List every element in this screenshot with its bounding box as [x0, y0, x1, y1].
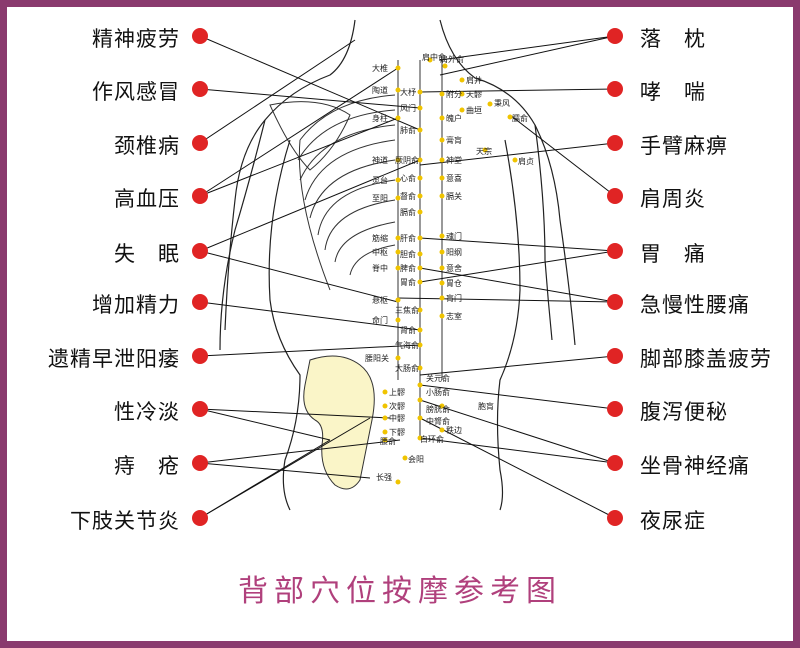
pt-fufen: 附分 — [446, 89, 462, 99]
label-diarrhea: 腹泻便秘 — [640, 400, 728, 424]
pt-jianzhongshu: 肩中俞 — [422, 52, 446, 62]
label-energy: 增加精力 — [92, 293, 180, 317]
label-impotence: 遗精早泄阳痿 — [48, 347, 180, 371]
label-mental-fatigue: 精神疲劳 — [92, 27, 180, 51]
pt-geshu: 膈俞 — [400, 207, 416, 217]
connector-lines — [199, 35, 616, 519]
point-name-labels: 大椎 陶道 身柱 神道 灵台 至阳 筋缩 中枢 脊中 悬枢 命门 腰阳关 大杼 … — [365, 52, 534, 482]
pt-xiaochangshu: 小肠俞 — [426, 387, 450, 397]
label-arthritis: 下肢关节炎 — [70, 509, 180, 533]
pt-shendao: 神道 — [372, 155, 388, 165]
pt-jianzhen: 肩贞 — [518, 156, 534, 166]
point-markers — [382, 57, 518, 485]
pt-huangmen: 肓门 — [446, 293, 462, 303]
pt-xialiao: 下髎 — [389, 428, 405, 437]
pt-yixi: 意喜 — [446, 173, 462, 183]
label-stomach-ache: 胃 痛 — [640, 242, 706, 266]
pt-shangliao: 上髎 — [389, 388, 405, 397]
rib-cage — [297, 94, 396, 291]
pt-baihuanshu: 白环俞 — [420, 434, 444, 444]
pt-dazhui: 大椎 — [372, 63, 388, 73]
body-outline — [219, 19, 576, 511]
pt-jueyinshu: 厥阴俞 — [395, 155, 419, 165]
pt-zhibian: 秩边 — [446, 425, 462, 435]
pt-jianwaishu: 肩外俞 — [440, 54, 464, 64]
pt-hunmen: 魂门 — [446, 231, 462, 241]
pt-dazhu: 大杼 — [400, 87, 416, 97]
indicator-dots — [192, 28, 623, 526]
label-sciatica: 坐骨神经痛 — [640, 454, 750, 478]
pt-yaoyangguan: 腰阳关 — [365, 353, 389, 363]
label-back-pain: 急慢性腰痛 — [640, 293, 750, 317]
pt-feishu: 肺俞 — [400, 125, 416, 135]
label-insomnia: 失 眠 — [114, 242, 180, 266]
pt-zhishi: 志室 — [446, 311, 462, 321]
scapula — [269, 101, 351, 171]
label-hemorrhoids: 痔 疮 — [114, 454, 180, 478]
pt-geguan: 膈关 — [446, 191, 462, 201]
meridian-lines — [397, 60, 443, 440]
pt-fengmen: 风门 — [400, 103, 416, 113]
pt-zhongliao: 中髎 — [389, 413, 405, 423]
pt-lingtai: 灵台 — [372, 175, 388, 185]
label-cold: 作风感冒 — [92, 80, 180, 104]
pt-naoshu: 臑俞 — [512, 113, 528, 123]
pt-xinshu: 心俞 — [400, 173, 416, 183]
pt-mingmen: 命门 — [372, 315, 388, 325]
pt-weishu: 胃俞 — [400, 277, 416, 287]
pt-qihaishu: 气海俞 — [395, 340, 419, 350]
label-hypertension: 高血压 — [114, 187, 180, 211]
pt-pangguangshu: 膀胱俞 — [426, 404, 450, 414]
pt-ganshu: 肝俞 — [400, 233, 416, 243]
label-asthma: 哮 喘 — [640, 80, 706, 104]
pt-yaoshu: 腰俞 — [380, 436, 396, 446]
pt-baohuang: 胞肓 — [478, 401, 494, 411]
pt-tianliao: 天髎 — [466, 90, 482, 99]
pt-zhiyang: 至阳 — [372, 194, 388, 203]
pt-shentang: 神堂 — [446, 155, 462, 165]
label-cervical: 颈椎病 — [114, 134, 180, 158]
pt-jinsuo: 筋缩 — [372, 233, 388, 243]
pt-zhongshu: 中枢 — [372, 247, 388, 257]
pt-shenzhu: 身柱 — [372, 113, 388, 123]
page-title: 背部穴位按摩参考图 — [238, 574, 562, 609]
pt-ciliao: 次髎 — [389, 401, 405, 411]
pt-pohu: 魄户 — [446, 113, 462, 123]
label-frigidity: 性冷淡 — [114, 400, 180, 424]
pt-gaohuang: 膏肓 — [446, 135, 462, 145]
pt-changqiang: 长强 — [376, 472, 392, 482]
pt-guanyuanshu: 关元俞 — [426, 373, 450, 383]
pt-jianjing: 肩井 — [466, 75, 482, 85]
pt-quyuan: 曲垣 — [466, 105, 482, 115]
pt-danshu: 胆俞 — [400, 249, 416, 259]
label-frozen-shoulder: 肩周炎 — [640, 187, 706, 211]
pt-xuanshu: 悬枢 — [372, 295, 388, 305]
label-stiff-neck: 落 枕 — [640, 27, 706, 51]
pt-jizhong: 脊中 — [372, 263, 388, 273]
label-nocturia: 夜尿症 — [640, 509, 706, 533]
pt-sanjiaoshu: 三焦俞 — [395, 305, 419, 315]
label-knee-fatigue: 脚部膝盖疲劳 — [640, 347, 772, 371]
pt-tianzong: 天宗 — [476, 146, 492, 156]
pt-yanggang: 阳纲 — [446, 247, 462, 257]
pelvis — [303, 355, 375, 490]
pt-bingfeng: 秉风 — [494, 98, 510, 108]
pt-weicang: 胃仓 — [446, 278, 462, 288]
label-arm-numbness: 手臂麻痹 — [640, 134, 728, 158]
pt-shenshu: 肾俞 — [400, 325, 416, 335]
pt-pishu: 脾俞 — [400, 263, 416, 273]
pt-taodao: 陶道 — [372, 85, 388, 95]
pt-huiyang: 会阳 — [408, 454, 424, 464]
pt-yishe: 意舍 — [446, 263, 462, 273]
pt-dushu: 督俞 — [400, 191, 416, 201]
pt-dachangshu: 大肠俞 — [395, 363, 419, 373]
pt-zhonglvshu: 中膂俞 — [426, 416, 450, 426]
